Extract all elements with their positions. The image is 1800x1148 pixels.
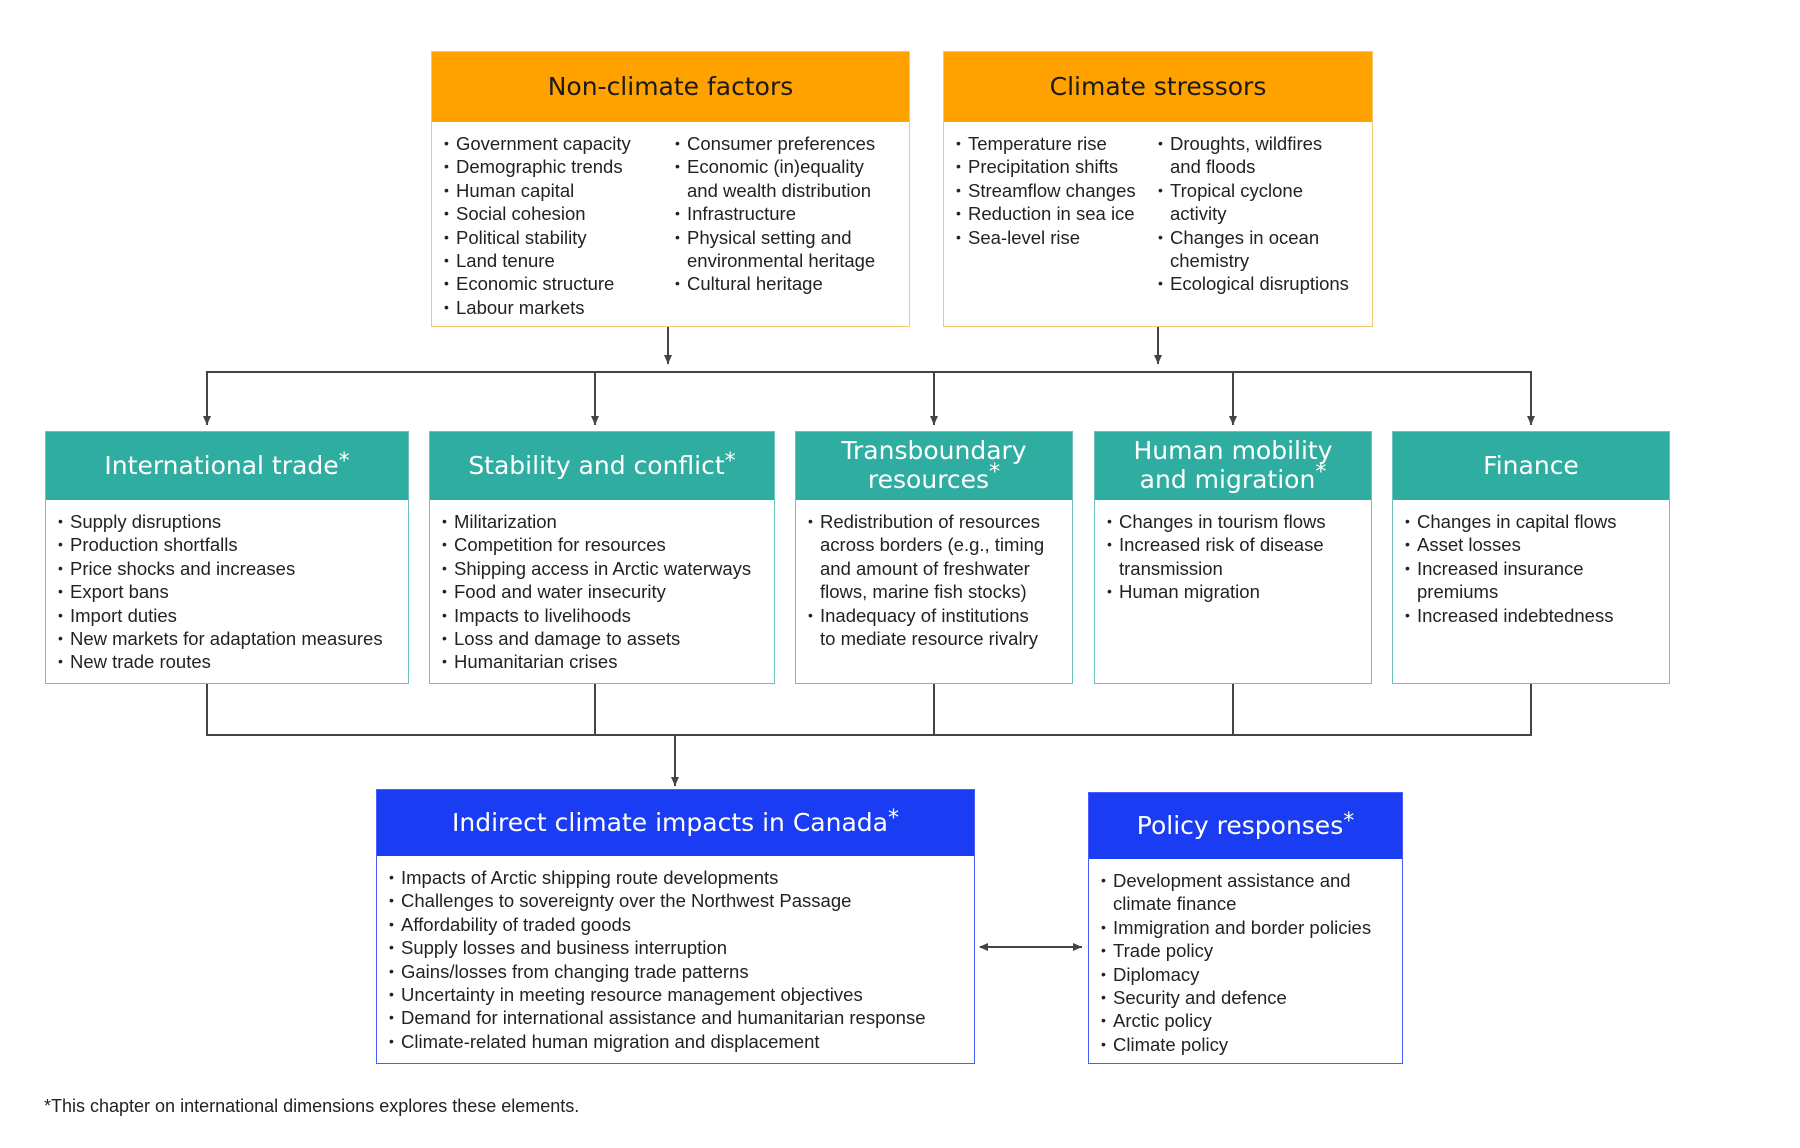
list-item: Precipitation shifts xyxy=(956,155,1152,179)
list-item: Redistribution of resources across borde… xyxy=(808,510,1060,604)
list-item: Infrastructure xyxy=(675,202,897,226)
list-item: Droughts, wildfires and floods xyxy=(1158,132,1360,179)
non-climate-factors-title: Non-climate factors xyxy=(432,52,909,122)
list-item: Production shortfalls xyxy=(58,533,396,557)
list-item: Impacts of Arctic shipping route develop… xyxy=(389,866,962,890)
footnote: *This chapter on international dimension… xyxy=(44,1096,580,1116)
indirect-impacts-box: Indirect climate impacts in Canada* Impa… xyxy=(376,789,975,1064)
list-item: Land tenure xyxy=(444,249,669,273)
list-item: Consumer preferences xyxy=(675,132,897,156)
list-item: Security and defence xyxy=(1101,986,1390,1010)
list-item: Food and water insecurity xyxy=(442,580,772,604)
international-trade-title: International trade* xyxy=(46,432,408,500)
international-trade-list: Supply disruptionsProduction shortfallsP… xyxy=(58,510,396,674)
list-item: Human migration xyxy=(1107,580,1359,604)
list-item: Impacts to livelihoods xyxy=(442,604,772,628)
list-item: Challenges to sovereignty over the North… xyxy=(389,889,962,913)
list-item: Supply losses and business interruption xyxy=(389,936,962,960)
transboundary-resources-list: Redistribution of resources across borde… xyxy=(808,510,1060,650)
list-item: Competition for resources xyxy=(442,533,772,557)
list-item: Shipping access in Arctic waterways xyxy=(442,557,772,581)
list-item: Social cohesion xyxy=(444,202,669,226)
list-item: Sea-level rise xyxy=(956,226,1152,250)
list-item: Immigration and border policies xyxy=(1101,916,1390,940)
transboundary-resources-title: Transboundary resources* xyxy=(796,432,1072,500)
list-item: Physical setting and environmental herit… xyxy=(675,226,897,273)
list-item: Demographic trends xyxy=(444,155,669,179)
list-item: Climate policy xyxy=(1101,1033,1390,1057)
list-item: Temperature rise xyxy=(956,132,1152,156)
finance-title: Finance xyxy=(1393,432,1669,500)
list-item: Cultural heritage xyxy=(675,272,897,296)
human-mobility-list: Changes in tourism flowsIncreased risk o… xyxy=(1107,510,1359,604)
climate-stressors-box: Climate stressors Temperature risePrecip… xyxy=(943,51,1373,327)
list-item: Price shocks and increases xyxy=(58,557,396,581)
list-item: Human capital xyxy=(444,179,669,203)
human-mobility-box: Human mobility and migration* Changes in… xyxy=(1094,431,1372,684)
climate-col2: Droughts, wildfires and floodsTropical c… xyxy=(1158,132,1360,296)
list-item: Import duties xyxy=(58,604,396,628)
international-trade-box: International trade* Supply disruptionsP… xyxy=(45,431,409,684)
list-item: Demand for international assistance and … xyxy=(389,1006,962,1030)
list-item: Changes in capital flows xyxy=(1405,510,1657,534)
policy-responses-box: Policy responses* Development assistance… xyxy=(1088,792,1403,1064)
list-item: Climate-related human migration and disp… xyxy=(389,1030,962,1054)
indirect-impacts-title: Indirect climate impacts in Canada* xyxy=(377,790,974,856)
stability-conflict-list: MilitarizationCompetition for resourcesS… xyxy=(442,510,772,674)
finance-box: Finance Changes in capital flowsAsset lo… xyxy=(1392,431,1670,684)
list-item: Gains/losses from changing trade pattern… xyxy=(389,960,962,984)
indirect-impacts-list: Impacts of Arctic shipping route develop… xyxy=(389,866,962,1054)
list-item: New trade routes xyxy=(58,650,396,674)
climate-stressors-title: Climate stressors xyxy=(944,52,1372,122)
list-item: Streamflow changes xyxy=(956,179,1152,203)
list-item: Political stability xyxy=(444,226,669,250)
list-item: Inadequacy of institutions to mediate re… xyxy=(808,604,1060,651)
finance-list: Changes in capital flowsAsset lossesIncr… xyxy=(1405,510,1657,627)
list-item: Supply disruptions xyxy=(58,510,396,534)
list-item: Arctic policy xyxy=(1101,1009,1390,1033)
list-item: Increased risk of disease transmission xyxy=(1107,533,1359,580)
non-climate-col2: Consumer preferencesEconomic (in)equalit… xyxy=(675,132,897,319)
list-item: Economic (in)equality and wealth distrib… xyxy=(675,155,897,202)
list-item: Changes in ocean chemistry xyxy=(1158,226,1360,273)
list-item: Government capacity xyxy=(444,132,669,156)
climate-col1: Temperature risePrecipitation shiftsStre… xyxy=(956,132,1152,296)
list-item: Trade policy xyxy=(1101,939,1390,963)
list-item: Development assistance and climate finan… xyxy=(1101,869,1390,916)
list-item: Changes in tourism flows xyxy=(1107,510,1359,534)
list-item: Increased indebtedness xyxy=(1405,604,1657,628)
non-climate-factors-box: Non-climate factors Government capacityD… xyxy=(431,51,910,327)
list-item: Labour markets xyxy=(444,296,669,320)
list-item: Asset losses xyxy=(1405,533,1657,557)
transboundary-resources-box: Transboundary resources* Redistribution … xyxy=(795,431,1073,684)
stability-conflict-box: Stability and conflict* MilitarizationCo… xyxy=(429,431,775,684)
policy-responses-title: Policy responses* xyxy=(1089,793,1402,859)
list-item: Humanitarian crises xyxy=(442,650,772,674)
list-item: Uncertainty in meeting resource manageme… xyxy=(389,983,962,1007)
list-item: Economic structure xyxy=(444,272,669,296)
list-item: Tropical cyclone activity xyxy=(1158,179,1360,226)
list-item: New markets for adaptation measures xyxy=(58,627,396,651)
list-item: Diplomacy xyxy=(1101,963,1390,987)
list-item: Loss and damage to assets xyxy=(442,627,772,651)
stability-conflict-title: Stability and conflict* xyxy=(430,432,774,500)
list-item: Reduction in sea ice xyxy=(956,202,1152,226)
list-item: Militarization xyxy=(442,510,772,534)
list-item: Ecological disruptions xyxy=(1158,272,1360,296)
policy-responses-list: Development assistance and climate finan… xyxy=(1101,869,1390,1057)
non-climate-col1: Government capacityDemographic trendsHum… xyxy=(444,132,669,320)
list-item: Affordability of traded goods xyxy=(389,913,962,937)
distribution-bus xyxy=(206,371,1535,425)
list-item: Increased insurance premiums xyxy=(1405,557,1657,604)
list-item: Export bans xyxy=(58,580,396,604)
collector-bus xyxy=(206,683,1532,736)
human-mobility-title: Human mobility and migration* xyxy=(1095,432,1371,500)
